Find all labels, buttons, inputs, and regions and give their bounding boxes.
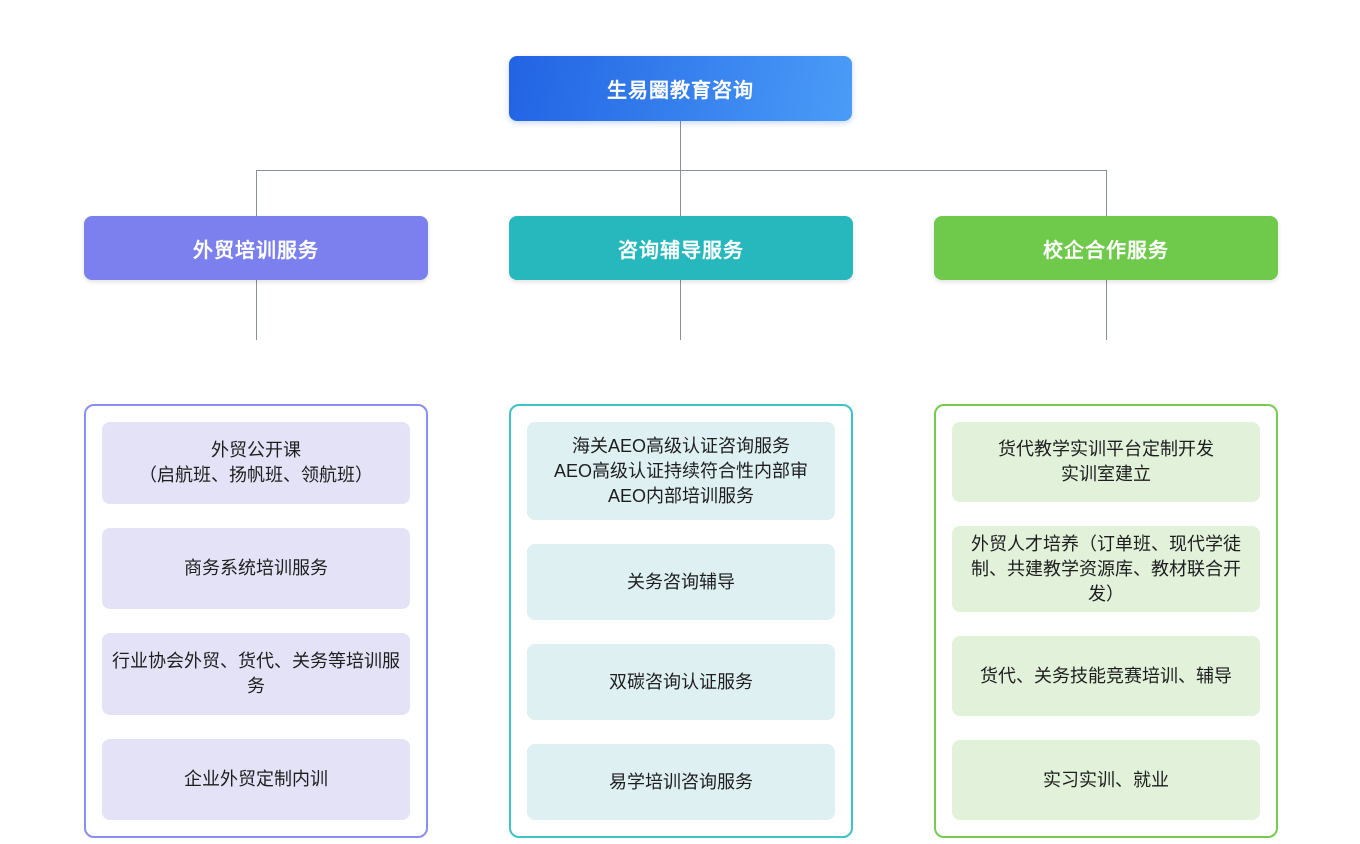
branch-header-trade-training[interactable]: 外贸培训服务 <box>84 216 428 280</box>
connector-stem-2 <box>680 280 681 340</box>
branch-item[interactable]: 海关AEO高级认证咨询服务 AEO高级认证持续符合性内部审 AEO内部培训服务 <box>527 422 835 521</box>
branch-item[interactable]: 外贸人才培养（订单班、现代学徒制、共建教学资源库、教材联合开发） <box>952 525 1260 613</box>
connector-drop-3 <box>1106 170 1107 216</box>
branch-header-school-enterprise[interactable]: 校企合作服务 <box>934 216 1278 280</box>
branch-column-trade-training: 外贸培训服务 外贸公开课 （启航班、扬帆班、领航班） 商务系统培训服务行业协会外贸… <box>84 216 428 838</box>
branch-item[interactable]: 易学培训咨询服务 <box>527 744 835 820</box>
branch-column-consulting-coaching: 咨询辅导服务 海关AEO高级认证咨询服务 AEO高级认证持续符合性内部审 AEO… <box>509 216 853 838</box>
connector-drop-2 <box>680 170 681 216</box>
branch-item[interactable]: 双碳咨询认证服务 <box>527 644 835 721</box>
connector-drop-1 <box>256 170 257 216</box>
branch-body-trade-training: 外贸公开课 （启航班、扬帆班、领航班） 商务系统培训服务行业协会外贸、货代、关务等… <box>84 404 428 838</box>
branch-item[interactable]: 实习实训、就业 <box>952 740 1260 821</box>
branch-item[interactable]: 外贸公开课 （启航班、扬帆班、领航班） <box>102 422 410 504</box>
connector-stem-3 <box>1106 280 1107 340</box>
branch-header-consulting-coaching[interactable]: 咨询辅导服务 <box>509 216 853 280</box>
connector-stem-1 <box>256 280 257 340</box>
root-node[interactable]: 生易圈教育咨询 <box>509 56 852 121</box>
branch-body-consulting-coaching: 海关AEO高级认证咨询服务 AEO高级认证持续符合性内部审 AEO内部培训服务关… <box>509 404 853 838</box>
connector-root-stem <box>680 121 681 170</box>
branch-item[interactable]: 行业协会外贸、货代、关务等培训服务 <box>102 633 410 715</box>
branch-item[interactable]: 货代、关务技能竞赛培训、辅导 <box>952 636 1260 717</box>
branch-item[interactable]: 货代教学实训平台定制开发 实训室建立 <box>952 422 1260 502</box>
branch-column-school-enterprise: 校企合作服务 货代教学实训平台定制开发 实训室建立外贸人才培养（订单班、现代学徒… <box>934 216 1278 838</box>
branch-item[interactable]: 商务系统培训服务 <box>102 527 410 609</box>
connector-horizontal-bar <box>256 170 1107 171</box>
branch-item[interactable]: 企业外贸定制内训 <box>102 738 410 820</box>
branch-body-school-enterprise: 货代教学实训平台定制开发 实训室建立外贸人才培养（订单班、现代学徒制、共建教学资… <box>934 404 1278 838</box>
branch-item[interactable]: 关务咨询辅导 <box>527 544 835 621</box>
